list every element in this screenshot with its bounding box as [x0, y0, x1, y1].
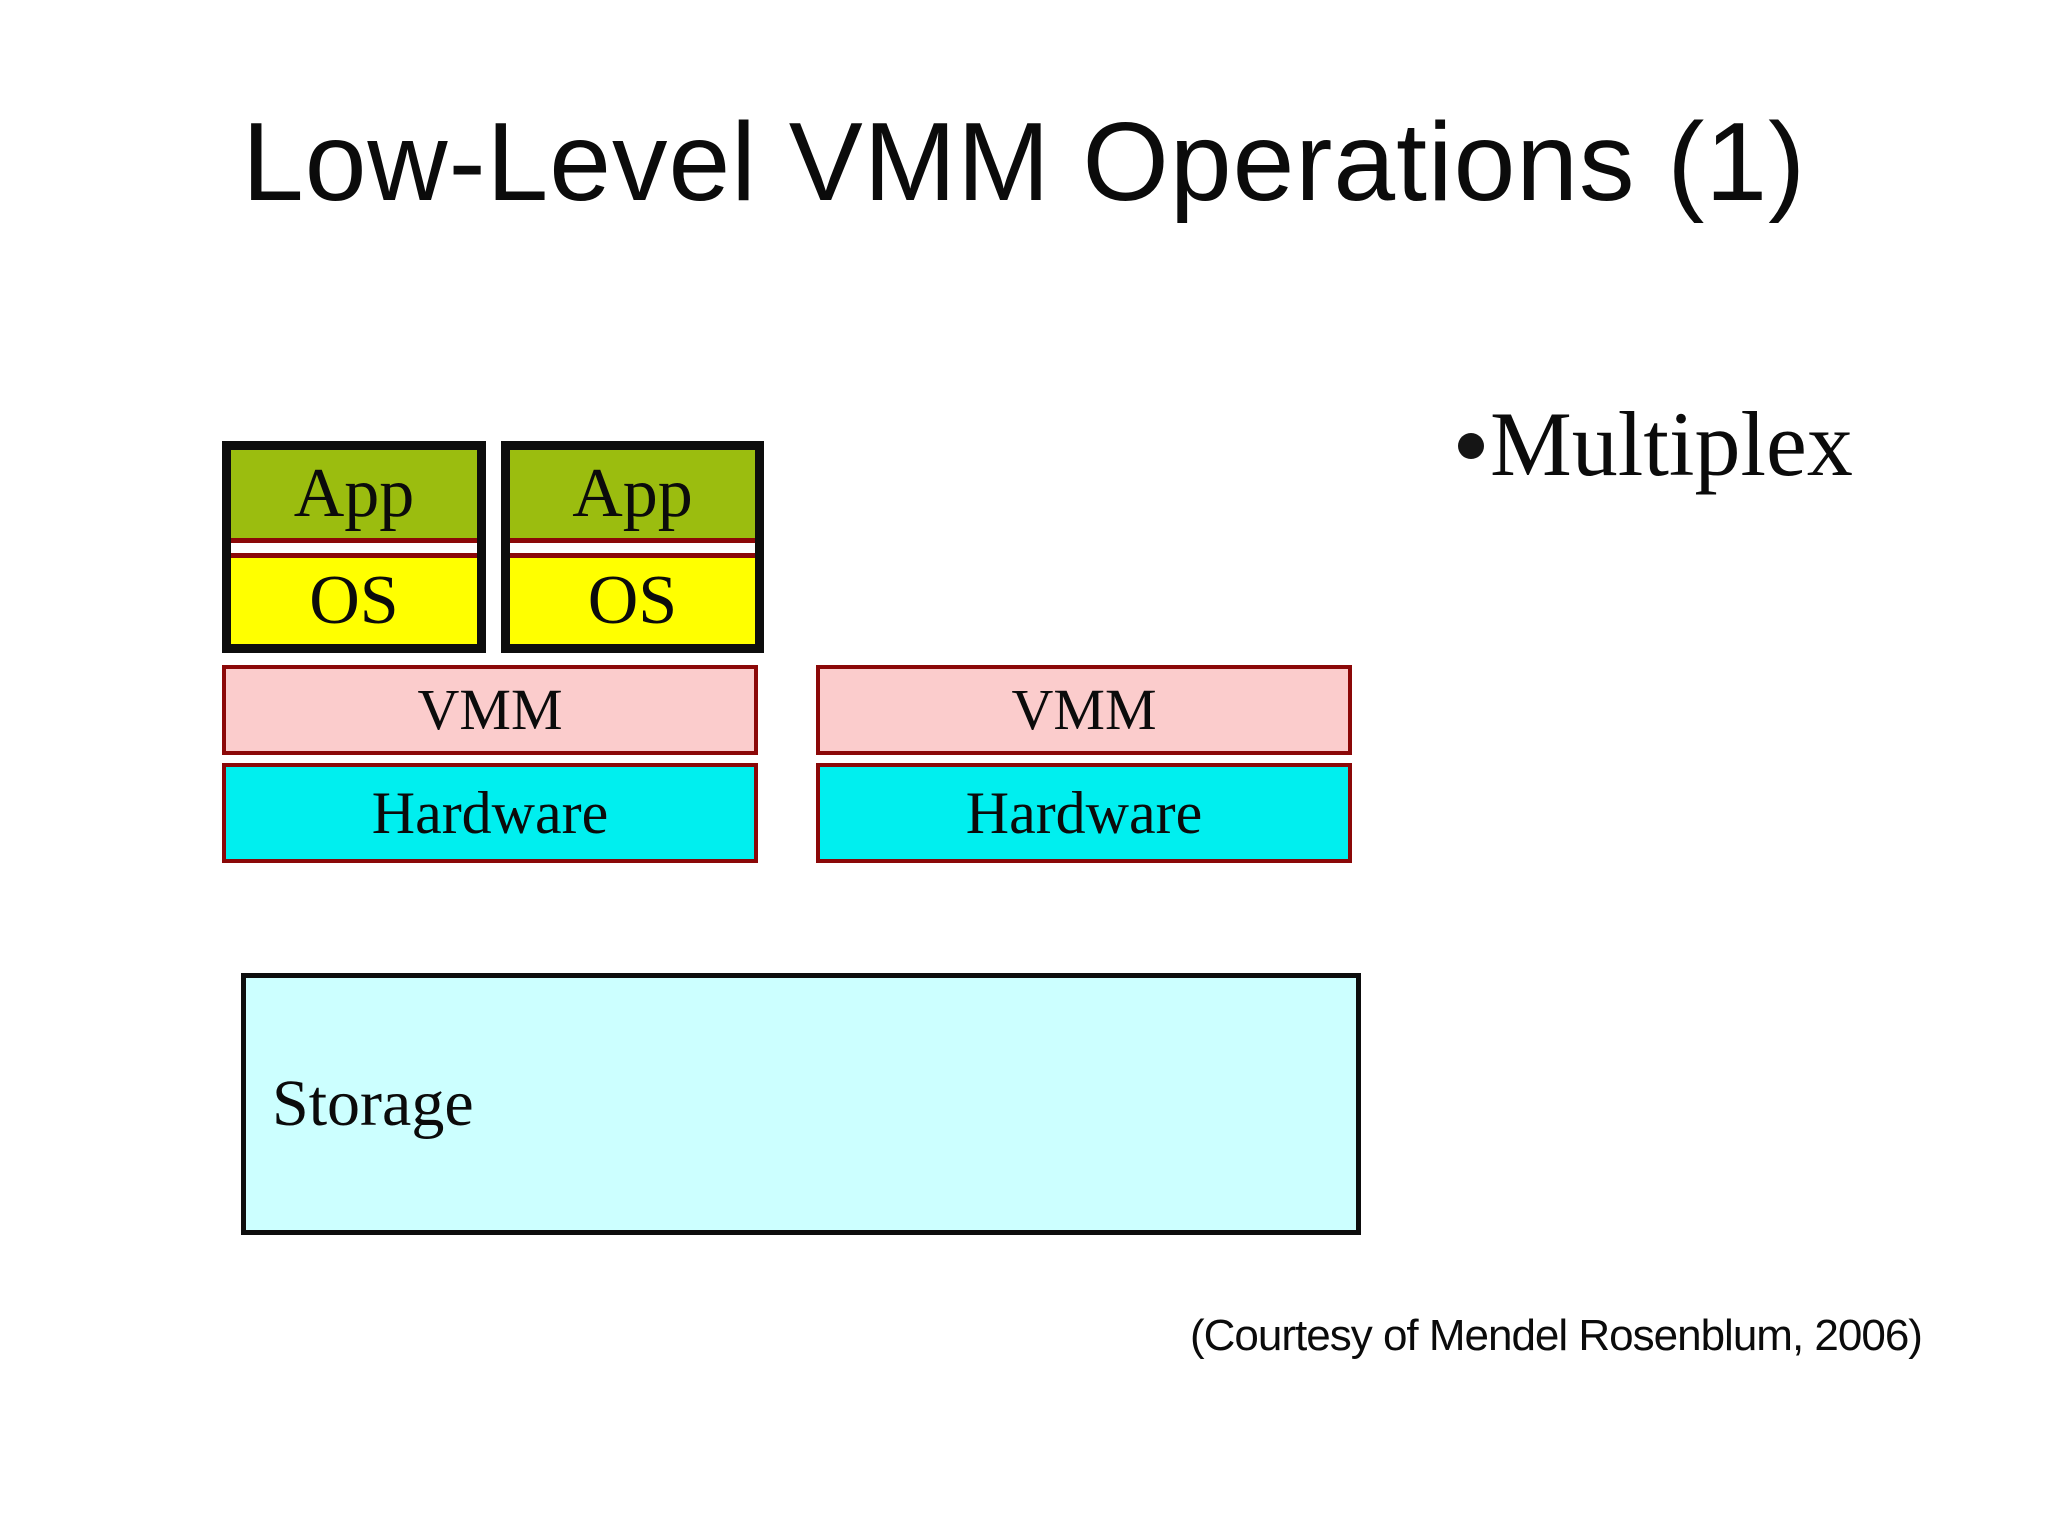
vm2-separator [510, 543, 755, 553]
bullet-icon [1458, 433, 1484, 459]
storage-box: Storage [241, 973, 1361, 1235]
hardware-box-1: Hardware [222, 763, 758, 863]
vm2-app-box: App [510, 450, 755, 543]
storage-label: Storage [272, 1067, 474, 1140]
vm1-separator [231, 543, 477, 553]
bullet-item-multiplex: Multiplex [1458, 398, 1853, 490]
vm1-os-box: OS [231, 553, 477, 644]
vm-stack-1: App OS [222, 441, 486, 653]
vm1-app-box: App [231, 450, 477, 543]
vmm-box-1: VMM [222, 665, 758, 755]
slide-title: Low-Level VMM Operations (1) [241, 100, 1807, 224]
bullet-label: Multiplex [1490, 393, 1853, 495]
vmm-box-2: VMM [816, 665, 1352, 755]
vm2-os-box: OS [510, 553, 755, 644]
hardware-box-2: Hardware [816, 763, 1352, 863]
vm-stack-2: App OS [501, 441, 764, 653]
courtesy-note: (Courtesy of Mendel Rosenblum, 2006) [1190, 1311, 1923, 1360]
